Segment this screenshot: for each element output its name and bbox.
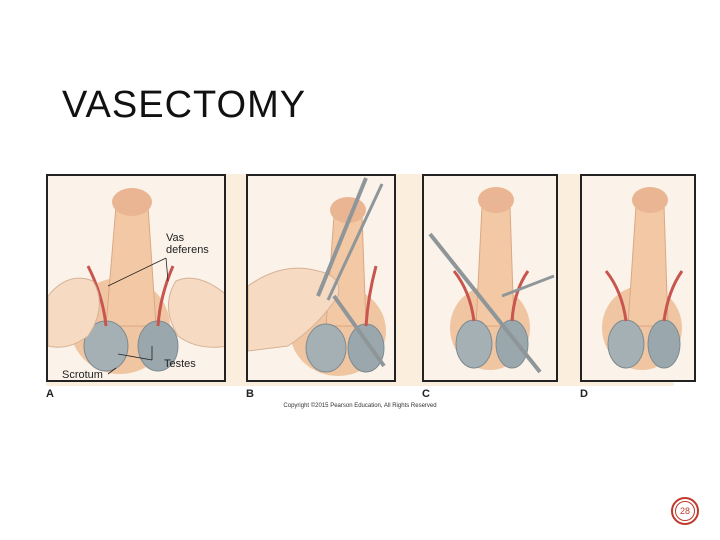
panel-d	[580, 174, 696, 382]
label-scrotum: Scrotum	[62, 369, 103, 381]
panel-d-illustration	[582, 176, 694, 380]
panel-letter-c: C	[422, 388, 430, 400]
page-number-badge: 28	[671, 497, 699, 525]
label-testes: Testes	[164, 358, 196, 370]
page-number: 28	[675, 501, 695, 521]
panel-letter-a: A	[46, 388, 54, 400]
panel-letter-b: B	[246, 388, 254, 400]
label-deferens: deferens	[166, 244, 209, 256]
copyright-notice: Copyright ©2015 Pearson Education, All R…	[283, 403, 437, 409]
panel-letter-d: D	[580, 388, 588, 400]
panel-c-illustration	[424, 176, 556, 380]
panel-a-illustration	[48, 176, 224, 380]
panel-b-illustration	[248, 176, 394, 380]
slide-title: VASECTOMY	[62, 84, 307, 126]
panel-b	[246, 174, 396, 382]
label-vas: Vas	[166, 232, 185, 244]
panel-a: Vas deferens Testes Scrotum	[46, 174, 226, 382]
panel-c	[422, 174, 558, 382]
